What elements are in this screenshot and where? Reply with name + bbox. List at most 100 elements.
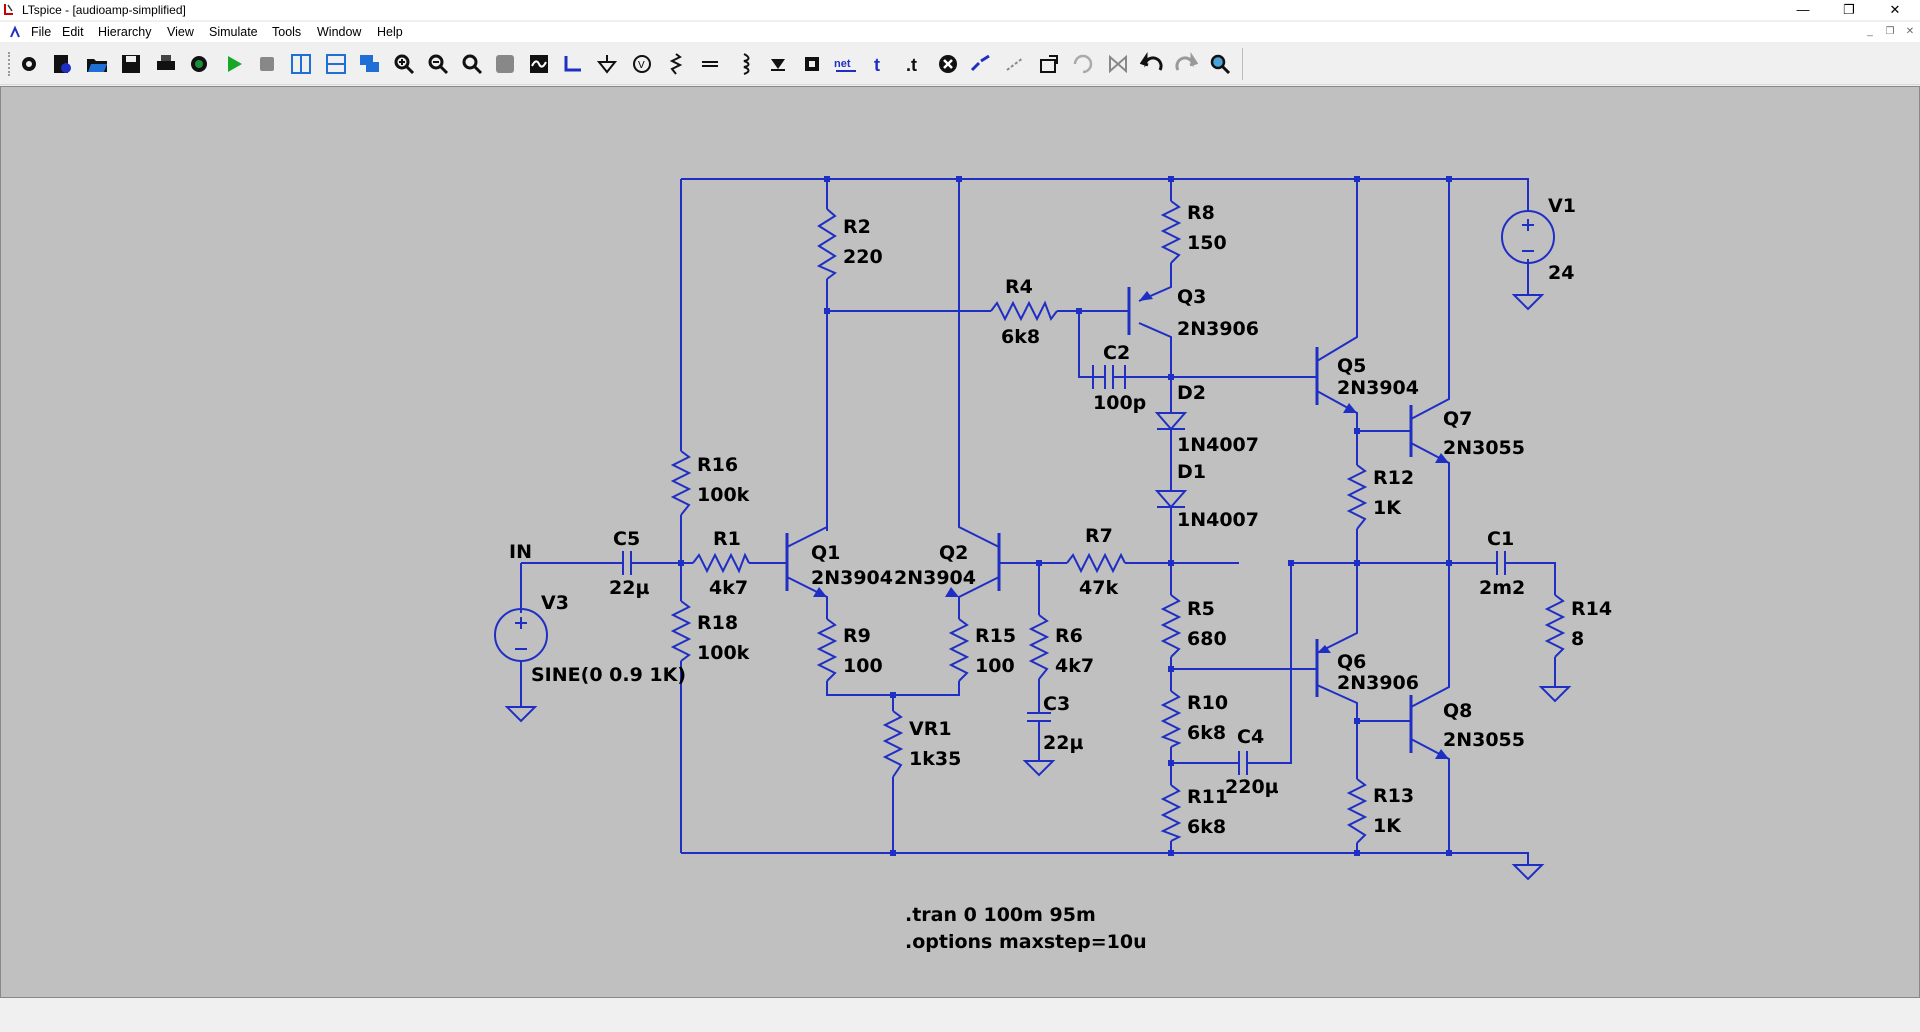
component-button[interactable] (798, 50, 826, 78)
menu-file[interactable]: File (31, 25, 52, 39)
open-button[interactable] (83, 50, 111, 78)
diode-button[interactable] (764, 50, 792, 78)
zoom-fit-button[interactable] (458, 50, 486, 78)
new-schematic-button[interactable] (48, 50, 76, 78)
label-r10: R10 (1187, 692, 1228, 714)
ground-symbols (504, 294, 1572, 881)
svg-text:V: V (638, 60, 645, 71)
value-c2: 100p (1093, 392, 1146, 414)
capacitor-button[interactable] (696, 50, 724, 78)
find-button[interactable] (1206, 50, 1234, 78)
wire-button[interactable] (559, 50, 587, 78)
zoom-full-button[interactable] (491, 50, 519, 78)
mirror-icon (1109, 54, 1127, 74)
menu-tools[interactable]: Tools (272, 25, 302, 39)
schematic-canvas[interactable]: IN C5 22µ R1 4k7 R16 100k R18 100k V3 SI… (0, 86, 1920, 998)
component-icon (805, 57, 819, 71)
settings-button[interactable] (15, 50, 43, 78)
value-q1: 2N3904 (811, 567, 893, 589)
restore-button[interactable]: ❐ (1843, 2, 1855, 17)
zoom-out-button[interactable] (424, 50, 452, 78)
value-r9: 100 (843, 655, 883, 677)
print-button[interactable] (152, 50, 180, 78)
diode-icon (771, 59, 785, 71)
voltage-source-button[interactable]: V (628, 50, 656, 78)
open-icon (87, 59, 107, 72)
label-r16: R16 (697, 454, 738, 476)
value-r13: 1K (1373, 815, 1402, 837)
resistors (670, 200, 1566, 844)
label-q1: Q1 (811, 542, 840, 564)
menu-view[interactable]: View (167, 25, 194, 39)
close-button[interactable]: ✕ (1889, 2, 1901, 17)
settings-icon (22, 57, 36, 71)
mirror-button[interactable] (1104, 50, 1132, 78)
directive-tran: .tran 0 100m 95m (905, 904, 1096, 926)
resistor-icon (669, 53, 683, 75)
spice-directive-button[interactable]: .t (899, 50, 927, 78)
schematic-drawing[interactable]: IN C5 22µ R1 4k7 R16 100k R18 100k V3 SI… (1, 87, 1919, 997)
mdi-restore-button[interactable]: ❐ (1885, 26, 1895, 37)
value-r1: 4k7 (709, 577, 748, 599)
label-q2: Q2 (939, 542, 968, 564)
rotate-button[interactable] (1069, 50, 1097, 78)
emitter-arrows (813, 291, 1449, 759)
menu-help[interactable]: Help (377, 25, 403, 39)
delete-icon (939, 55, 957, 73)
undo-button[interactable] (1138, 50, 1166, 78)
value-r16: 100k (697, 484, 750, 506)
value-r2: 220 (843, 246, 883, 268)
label-r8: R8 (1187, 202, 1215, 224)
value-r12: 1K (1373, 497, 1402, 519)
control-panel-button[interactable] (185, 50, 213, 78)
halt-button[interactable] (253, 50, 281, 78)
label-net-button[interactable]: net (832, 50, 860, 78)
autorange-button[interactable] (525, 50, 553, 78)
menu-edit[interactable]: Edit (62, 25, 84, 39)
print-icon (157, 55, 175, 70)
run-icon (228, 56, 242, 72)
redo-button[interactable] (1172, 50, 1200, 78)
svg-text:t: t (874, 55, 880, 75)
label-c1: C1 (1487, 528, 1514, 550)
label-net-icon: net (834, 58, 856, 72)
wire-icon (564, 56, 581, 72)
tile-horizontal-button[interactable] (322, 50, 350, 78)
label-v1: V1 (1548, 195, 1576, 217)
document-icon[interactable] (8, 25, 22, 39)
window-title: LTspice - [audioamp-simplified] (22, 3, 186, 17)
zoom-in-button[interactable] (390, 50, 418, 78)
spice-directives[interactable]: .tran 0 100m 95m .options maxstep=10u (905, 904, 1147, 953)
value-v1: 24 (1548, 262, 1574, 284)
minimize-button[interactable]: — (1796, 2, 1810, 17)
undo-icon (1140, 52, 1163, 71)
menu-window[interactable]: Window (317, 25, 362, 39)
label-r1: R1 (713, 528, 741, 550)
run-button[interactable] (220, 50, 248, 78)
value-r6: 4k7 (1055, 655, 1094, 677)
ground-button[interactable] (593, 50, 621, 78)
menu-hierarchy[interactable]: Hierarchy (98, 25, 152, 39)
duplicate-button[interactable] (967, 50, 995, 78)
mdi-close-button[interactable]: ✕ (1905, 26, 1915, 37)
capacitor-c2 (1093, 365, 1125, 389)
drag-button[interactable] (1035, 50, 1063, 78)
zoom-out-icon (428, 54, 449, 75)
tile-vertical-button[interactable] (287, 50, 315, 78)
value-q5: 2N3904 (1337, 377, 1419, 399)
delete-button[interactable] (934, 50, 962, 78)
menu-simulate[interactable]: Simulate (209, 25, 258, 39)
move-icon (1006, 57, 1024, 71)
cascade-button[interactable] (356, 50, 384, 78)
toolbar-grip[interactable] (8, 52, 13, 76)
mdi-minimize-button[interactable]: _ (1867, 26, 1873, 37)
label-r6: R6 (1055, 625, 1083, 647)
inductor-button[interactable] (730, 50, 758, 78)
move-button[interactable] (1001, 50, 1029, 78)
resistor-button[interactable] (662, 50, 690, 78)
zoom-fit-icon (462, 54, 483, 75)
wires (520, 178, 1556, 865)
save-button[interactable] (117, 50, 145, 78)
text-button[interactable]: t (866, 50, 894, 78)
